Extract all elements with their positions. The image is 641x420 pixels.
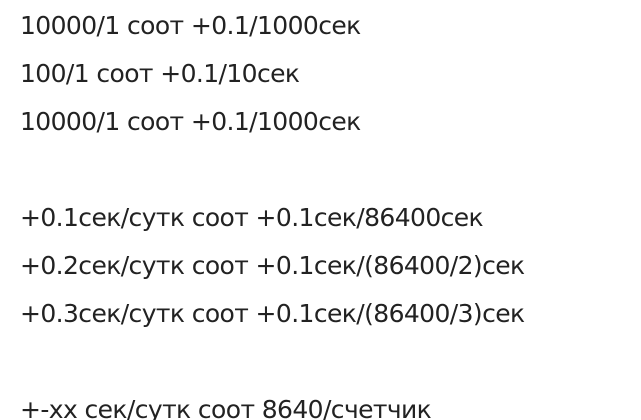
text-line-5: +0.1сек/сутк соот +0.1сек/86400сек (20, 203, 484, 232)
blank-line-2 (20, 338, 641, 386)
text-line-2: 100/1 соот +0.1/10сек (20, 59, 300, 88)
text-line-3: 10000/1 соот +0.1/1000сек (20, 107, 361, 136)
text-line-1: 10000/1 соот +0.1/1000сек (20, 11, 361, 40)
blank-line-1 (20, 146, 641, 194)
text-line-7: +0.3сек/сутк соот +0.1сек/(86400/3)сек (20, 299, 525, 328)
text-line-9: +-хх сек/сутк соот 8640/счетчик (20, 395, 432, 420)
text-line-6: +0.2сек/сутк соот +0.1сек/(86400/2)сек (20, 251, 525, 280)
